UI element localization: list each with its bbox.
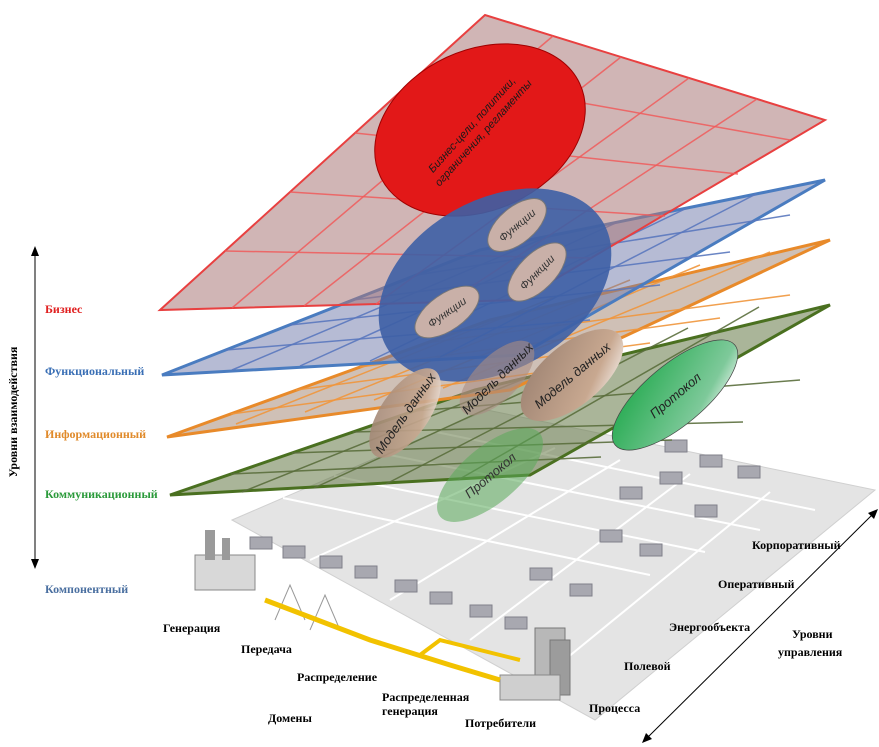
- zones-title: Уровни управления: [778, 627, 843, 659]
- level-functional: Функциональный: [45, 364, 144, 378]
- interop-axis: Уровни взаимодействия: [6, 246, 39, 569]
- zone-field: Полевой: [624, 659, 671, 673]
- level-communication: Коммуникационный: [45, 487, 158, 501]
- domain-generation: Генерация: [163, 621, 221, 635]
- domain-customer: Потребители: [465, 716, 536, 730]
- zone-process: Процесса: [589, 701, 640, 715]
- function-bubble-3: Функции: [414, 285, 480, 339]
- zone-operation: Оперативный: [718, 577, 795, 591]
- level-business: Бизнес: [45, 302, 83, 316]
- protocol-bubble-1: Протокол: [437, 428, 543, 522]
- domains-title: Домены: [268, 711, 312, 725]
- zone-enterprise: Корпоративный: [752, 538, 841, 552]
- domain-distribution: Распределение: [297, 670, 378, 684]
- consumer-buildings-illustration: [499, 627, 571, 701]
- interop-axis-title: Уровни взаимодействия: [6, 346, 20, 477]
- zones-axis: [642, 509, 878, 743]
- domain-der: Распределенная генерация: [382, 690, 472, 718]
- domain-transmission: Передача: [241, 642, 292, 656]
- level-information: Информационный: [45, 427, 146, 441]
- generation-plant-illustration: [194, 530, 256, 591]
- business-goals-ellipse: Бизнес-цели, политики, ограничения, регл…: [374, 43, 586, 217]
- level-component: Компонентный: [45, 582, 128, 596]
- protocol-bubble-2: Протокол: [611, 339, 739, 451]
- zone-station: Энергообъекта: [669, 620, 750, 634]
